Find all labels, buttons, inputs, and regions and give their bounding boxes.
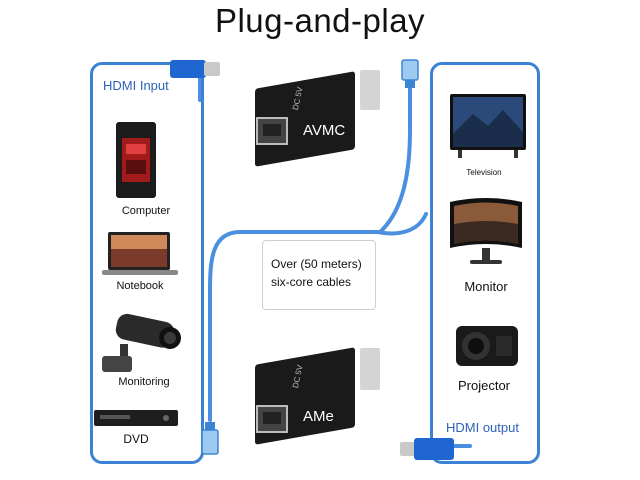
- cable-note: Over (50 meters) six-core cables: [262, 240, 376, 310]
- monitor-icon: [450, 198, 522, 264]
- device-label-computer: Computer: [121, 205, 171, 217]
- hdmi-socket-icon: [360, 348, 380, 390]
- hdmi-plug-icon: [400, 438, 454, 460]
- device-label-monitor: Monitor: [464, 279, 508, 294]
- hdmi-output-label: HDMI output: [443, 420, 522, 435]
- rj45-port-icon: [256, 405, 288, 433]
- television-icon: [450, 94, 526, 158]
- device-label-notebook: Notebook: [116, 280, 164, 292]
- hdmi-input-label: HDMI Input: [100, 78, 172, 93]
- network-cable-right: [376, 212, 428, 236]
- projector-icon: [456, 326, 518, 366]
- device-label-projector: Projector: [457, 378, 511, 393]
- laptop-icon: [102, 232, 178, 275]
- cable-note-line1: Over (50 meters): [271, 257, 362, 271]
- hdmi-socket-icon: [360, 70, 380, 110]
- cable-note-line2: six-core cables: [271, 275, 352, 289]
- rj45-plug-icon: [401, 59, 419, 88]
- rj45-port-icon: [256, 117, 288, 145]
- device-label-monitoring: Monitoring: [118, 376, 170, 388]
- extender-bottom-label: AMe: [303, 408, 334, 425]
- hdmi-input-panel: [90, 62, 204, 464]
- hdmi-plug-icon: [170, 60, 220, 78]
- page-title: Plug-and-play: [214, 2, 426, 39]
- extender-top-label: AVMC: [303, 122, 346, 139]
- device-label-dvd: DVD: [123, 432, 149, 446]
- hdmi-output-panel: [430, 62, 540, 464]
- computer-tower-icon: [116, 122, 156, 198]
- rj45-plug-icon: [201, 422, 219, 455]
- dvd-player-icon: [94, 410, 178, 426]
- device-label-television: Television: [466, 168, 502, 177]
- cctv-camera-icon: [102, 313, 181, 372]
